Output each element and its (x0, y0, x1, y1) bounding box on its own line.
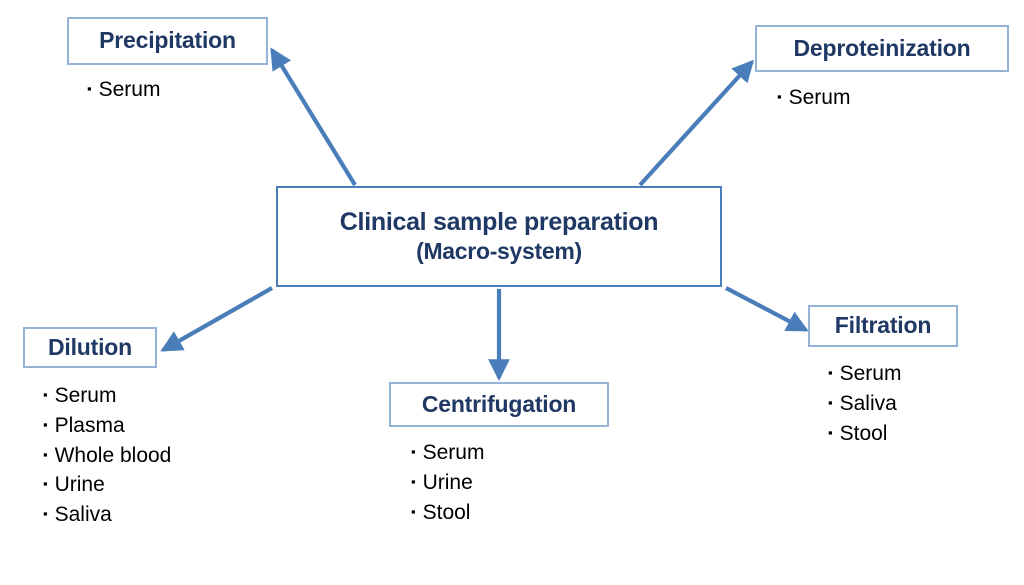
square-bullet-icon: ▪ (87, 81, 92, 96)
center-title-line1: Clinical sample preparation (339, 208, 659, 237)
node-centrifugation[interactable]: Centrifugation ▪ Serum ▪ Urine ▪ Stool (389, 382, 609, 527)
sample-label: Serum (788, 86, 851, 109)
square-bullet-icon: ▪ (43, 476, 48, 492)
node-deproteinization-box[interactable]: Deproteinization (755, 25, 1009, 72)
square-bullet-icon: ▪ (43, 387, 48, 402)
sample-label: Urine (54, 473, 105, 497)
list-item: ▪ Stool (828, 419, 958, 449)
list-item: ▪ Plasma (43, 411, 171, 441)
center-box[interactable]: Clinical sample preparation (Macro-syste… (276, 186, 722, 287)
list-item: ▪ Saliva (43, 500, 171, 530)
sample-label: Saliva (839, 391, 897, 415)
arrow-center-to-dilution (160, 286, 274, 352)
list-item: ▪ Stool (411, 498, 609, 528)
node-dilution-label: Dilution (48, 333, 132, 360)
list-item: ▪ Serum (777, 83, 1009, 113)
node-centrifugation-sample-list: ▪ Serum ▪ Urine ▪ Stool (411, 438, 609, 527)
list-item: ▪ Urine (43, 470, 171, 500)
list-item: ▪ Urine (411, 468, 609, 498)
node-filtration[interactable]: Filtration ▪ Serum ▪ Saliva ▪ Stool (808, 305, 958, 448)
sample-label: Stool (422, 500, 471, 524)
square-bullet-icon: ▪ (777, 89, 782, 104)
square-bullet-icon: ▪ (43, 506, 48, 522)
square-bullet-icon: ▪ (828, 424, 833, 440)
node-centrifugation-label: Centrifugation (421, 390, 577, 417)
node-filtration-sample-list: ▪ Serum ▪ Saliva ▪ Stool (828, 359, 958, 448)
arrow-center-to-precipitation (270, 47, 357, 187)
square-bullet-icon: ▪ (828, 365, 833, 380)
node-dilution-box[interactable]: Dilution (23, 327, 157, 368)
node-centrifugation-box[interactable]: Centrifugation (389, 382, 609, 427)
node-precipitation-label: Precipitation (99, 27, 236, 54)
node-precipitation-box[interactable]: Precipitation (67, 17, 268, 65)
arrow-center-to-filtration (725, 286, 809, 332)
node-dilution-sample-list: ▪ Serum ▪ Plasma ▪ Whole blood ▪ Urine ▪… (43, 381, 171, 530)
node-filtration-box[interactable]: Filtration (808, 305, 958, 347)
list-item: ▪ Serum (828, 359, 958, 389)
square-bullet-icon: ▪ (43, 446, 48, 462)
sample-label: Serum (98, 78, 161, 101)
sample-label: Saliva (54, 503, 112, 527)
node-deproteinization[interactable]: Deproteinization ▪ Serum (755, 25, 1009, 113)
square-bullet-icon: ▪ (43, 416, 48, 432)
arrow-center-to-deproteinization (638, 59, 755, 187)
sample-label: Serum (839, 362, 902, 385)
node-precipitation[interactable]: Precipitation ▪ Serum (67, 17, 268, 105)
node-center[interactable]: Clinical sample preparation (Macro-syste… (276, 186, 722, 287)
square-bullet-icon: ▪ (411, 473, 416, 489)
list-item: ▪ Whole blood (43, 441, 171, 471)
square-bullet-icon: ▪ (828, 394, 833, 410)
square-bullet-icon: ▪ (411, 503, 416, 519)
sample-label: Serum (54, 384, 117, 407)
center-title-line2: (Macro-system) (416, 237, 582, 264)
sample-label: Serum (422, 441, 485, 464)
sample-label: Urine (422, 470, 473, 494)
node-filtration-label: Filtration (834, 312, 932, 339)
list-item: ▪ Saliva (828, 389, 958, 419)
node-precipitation-sample-list: ▪ Serum (87, 75, 268, 105)
sample-label: Whole blood (54, 443, 172, 467)
square-bullet-icon: ▪ (411, 444, 416, 459)
node-deproteinization-label: Deproteinization (793, 34, 971, 61)
sample-label: Stool (839, 421, 888, 445)
list-item: ▪ Serum (411, 438, 609, 468)
list-item: ▪ Serum (43, 381, 171, 411)
node-deproteinization-sample-list: ▪ Serum (777, 83, 1009, 113)
sample-label: Plasma (54, 413, 125, 437)
node-dilution[interactable]: Dilution ▪ Serum ▪ Plasma ▪ Whole blood … (23, 327, 171, 530)
list-item: ▪ Serum (87, 75, 268, 105)
